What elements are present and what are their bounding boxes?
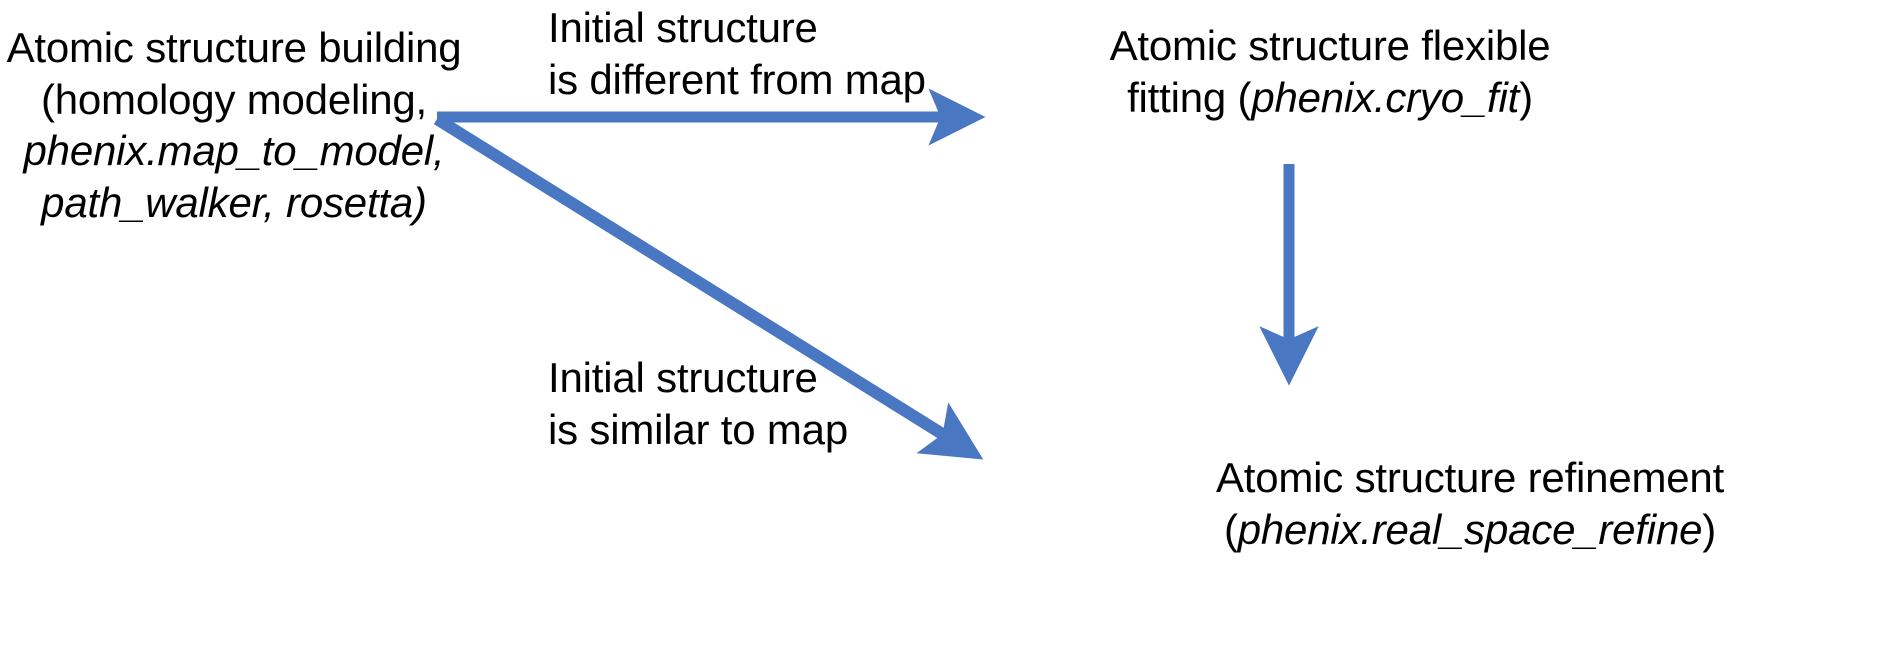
node-fit-program-name: phenix.cryo_fit [1251,73,1520,121]
node-atomic-structure-flexible-fitting[interactable]: Atomic structure flexible fitting (pheni… [1080,20,1580,123]
node-refine-prefix: ( [1223,505,1238,553]
edge-label-initial-structure-different: Initial structure is different from map [548,2,926,105]
node-build-line-1: Atomic structure building [6,24,462,71]
edge-label-different-line-1: Initial structure [548,4,818,51]
node-refine-line-2: (phenix.real_space_refine) [1060,504,1880,556]
node-build-line-3: phenix.map_to_model, [23,127,445,175]
edge-label-different-line-2: is different from map [548,55,926,103]
arrow-build-to-refinement [433,113,984,460]
node-refine-line-1: Atomic structure refinement [1215,454,1725,501]
node-build-line-2: (homology modeling, [40,75,428,123]
edge-label-initial-structure-similar: Initial structure is similar to map [548,352,848,455]
node-fit-line-2: fitting (phenix.cryo_fit) [1080,72,1580,124]
node-build-line-4: path_walker, rosetta) [41,178,427,226]
node-refine-program-name: phenix.real_space_refine [1237,505,1703,553]
node-fit-prefix: fitting ( [1127,73,1252,121]
node-fit-suffix: ) [1519,73,1533,121]
edge-label-similar-line-2: is similar to map [548,405,848,453]
node-atomic-structure-refinement[interactable]: Atomic structure refinement (phenix.real… [1060,452,1880,555]
node-atomic-structure-building[interactable]: Atomic structure building (homology mode… [4,22,464,229]
node-refine-suffix: ) [1702,505,1717,553]
node-fit-line-1: Atomic structure flexible [1109,22,1551,69]
edge-label-similar-line-1: Initial structure [548,354,818,401]
